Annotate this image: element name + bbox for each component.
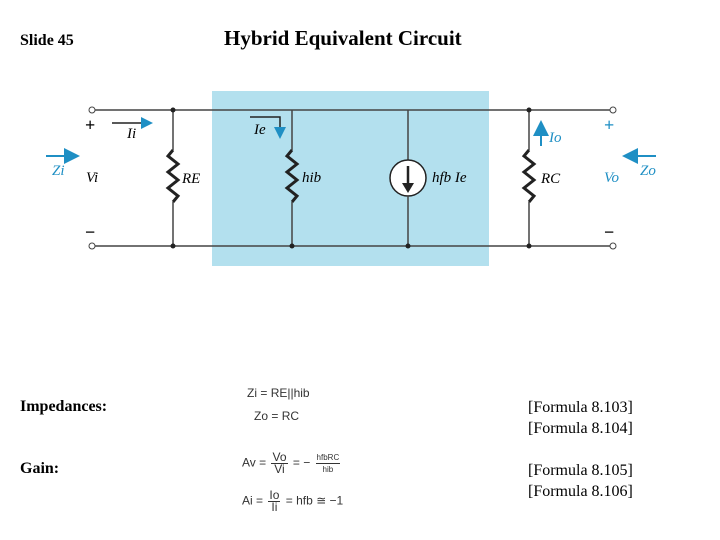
source-label: hfb Ie: [432, 170, 467, 186]
formula-ref-104: [Formula 8.104]: [528, 420, 633, 437]
formula-ref-106: [Formula 8.106]: [528, 483, 633, 500]
zo-equation: Zo = RC: [254, 409, 300, 423]
input-minus-label: −: [85, 222, 95, 242]
output-terminal-top: [609, 106, 617, 114]
rc-label: RC: [540, 171, 561, 187]
slide-number: Slide 45: [20, 32, 74, 49]
io-label: Io: [548, 130, 562, 146]
ie-arrow: [250, 116, 286, 139]
vo-label: Vo: [604, 170, 620, 186]
transistor-model-highlight: [212, 91, 489, 266]
resistor-hib: [284, 149, 300, 203]
input-plus-label: +: [85, 115, 95, 135]
gain-label: Gain:: [20, 460, 60, 477]
impedances-label: Impedances:: [20, 398, 108, 415]
slide-title: Hybrid Equivalent Circuit: [224, 26, 462, 50]
formula-ref-103: [Formula 8.103]: [528, 399, 633, 416]
vi-label: Vi: [86, 170, 98, 186]
output-terminal-bottom: [609, 242, 617, 250]
output-minus-label: −: [604, 222, 614, 242]
zi-equation: Zi = RE||hib: [247, 386, 310, 400]
input-terminal-bottom: [88, 242, 96, 250]
output-plus-label: +: [604, 115, 614, 135]
ie-label: Ie: [253, 122, 266, 138]
resistor-rc: [521, 149, 537, 203]
resistor-re: [165, 149, 181, 203]
ii-label: Ii: [126, 126, 136, 142]
zi-label: Zi: [52, 163, 65, 179]
zo-label: Zo: [640, 163, 656, 179]
input-terminal-top: [88, 106, 96, 114]
re-label: RE: [181, 171, 200, 187]
formula-ref-105: [Formula 8.105]: [528, 462, 633, 479]
hib-label: hib: [302, 170, 322, 186]
hybrid-equivalent-circuit-diagram: + − + − Ii Zi Vi RE Ie hib hfb Ie Io RC …: [46, 91, 656, 266]
